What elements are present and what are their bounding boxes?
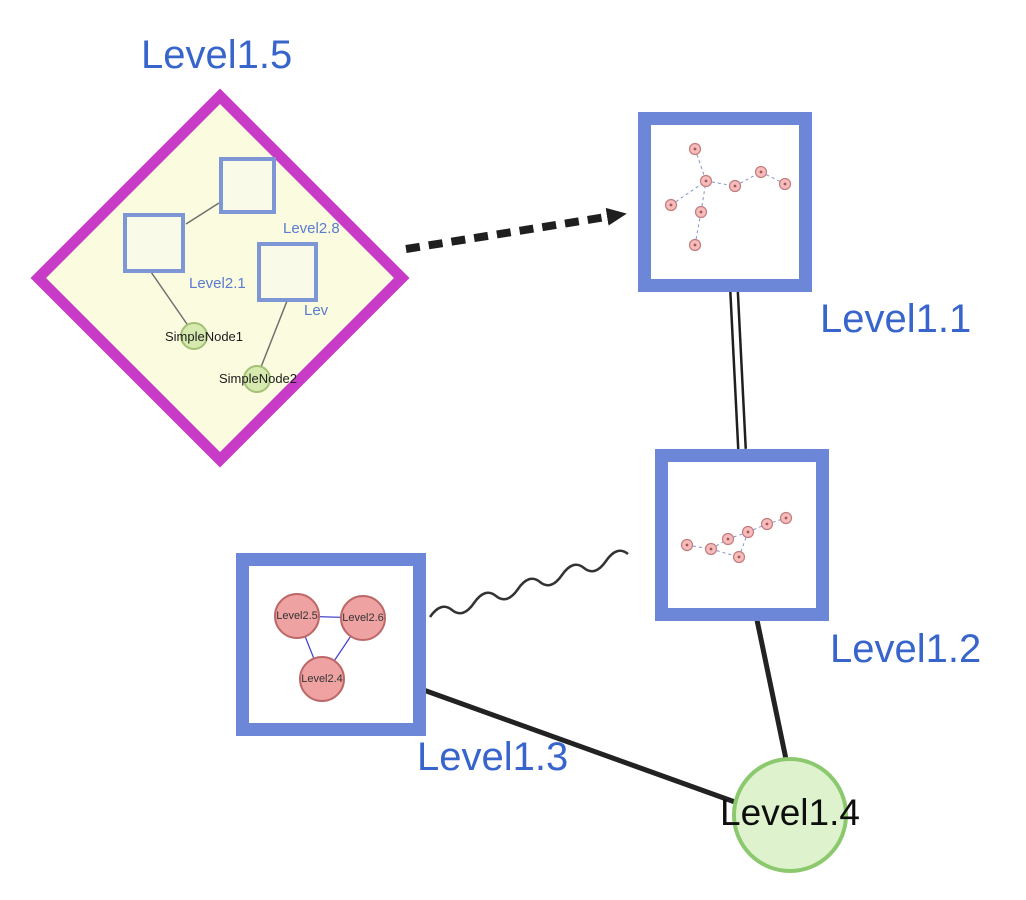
node-label-level1-5: Level1.5: [141, 33, 293, 77]
node-label-level2-lev: Lev: [304, 302, 329, 319]
node-level2-1[interactable]: [123, 213, 185, 273]
mini-node[interactable]: [754, 165, 768, 179]
edge-level13-to-level14[interactable]: [415, 685, 749, 809]
edge-level13-to-level12[interactable]: [428, 549, 629, 618]
mini-node[interactable]: [732, 550, 746, 564]
node-label-simplenode2: SimpleNode2: [218, 371, 298, 386]
mini-node[interactable]: [778, 177, 792, 191]
mini-node[interactable]: [760, 517, 774, 531]
node-level1-3[interactable]: Level2.5 Level2.6 Level2.4: [236, 553, 426, 736]
mini-node[interactable]: [680, 538, 694, 552]
node-label-level2-6: Level2.6: [342, 612, 384, 624]
node-simplenode2[interactable]: [243, 365, 271, 393]
inner-edge: [150, 271, 190, 328]
node-label-level2-1: Level2.1: [189, 275, 246, 292]
mini-node[interactable]: [704, 542, 718, 556]
node-label-level1-1: Level1.1: [820, 297, 972, 341]
node-level1-4[interactable]: [732, 757, 848, 873]
edge-level11-to-level12[interactable]: [729, 289, 747, 450]
node-level2-8[interactable]: [219, 157, 276, 214]
edge-level12-to-level14[interactable]: [754, 617, 790, 767]
inner-edge: [260, 300, 288, 368]
node-level2-4[interactable]: Level2.4: [299, 656, 345, 702]
mini-node[interactable]: [664, 198, 678, 212]
node-level1-1[interactable]: [638, 112, 812, 292]
node-label-level1-3: Level1.3: [417, 735, 569, 779]
mini-node[interactable]: [694, 205, 708, 219]
mini-edge: [738, 531, 749, 558]
mini-edge: [760, 171, 786, 185]
mini-edges: [670, 148, 786, 246]
node-label-simplenode1: SimpleNode1: [164, 329, 244, 344]
mini-edge: [670, 180, 707, 206]
node-level2-6[interactable]: Level2.6: [340, 595, 386, 641]
node-label-level2-8: Level2.8: [283, 220, 340, 237]
edge-level15-to-level11[interactable]: [405, 207, 627, 253]
node-label-level2-4: Level2.4: [301, 673, 343, 685]
node-label-level1-2: Level1.2: [830, 627, 982, 671]
level11-inner-graph: [664, 142, 792, 252]
level12-inner-graph: [680, 511, 793, 564]
mini-node[interactable]: [728, 179, 742, 193]
double-line-inner: [731, 289, 745, 450]
node-level2-5[interactable]: Level2.5: [274, 593, 320, 639]
node-simplenode1[interactable]: [180, 322, 208, 350]
node-label-level1-4: Level1.4: [720, 792, 860, 833]
mini-node[interactable]: [699, 174, 713, 188]
mini-node[interactable]: [779, 511, 793, 525]
mini-node[interactable]: [741, 525, 755, 539]
node-level1-2[interactable]: [655, 449, 829, 621]
inner-edge: [185, 202, 220, 225]
mini-node[interactable]: [688, 142, 702, 156]
mini-node[interactable]: [721, 532, 735, 546]
node-label-level2-5: Level2.5: [276, 610, 318, 622]
mini-node[interactable]: [688, 238, 702, 252]
node-level2-lev[interactable]: [257, 242, 318, 302]
